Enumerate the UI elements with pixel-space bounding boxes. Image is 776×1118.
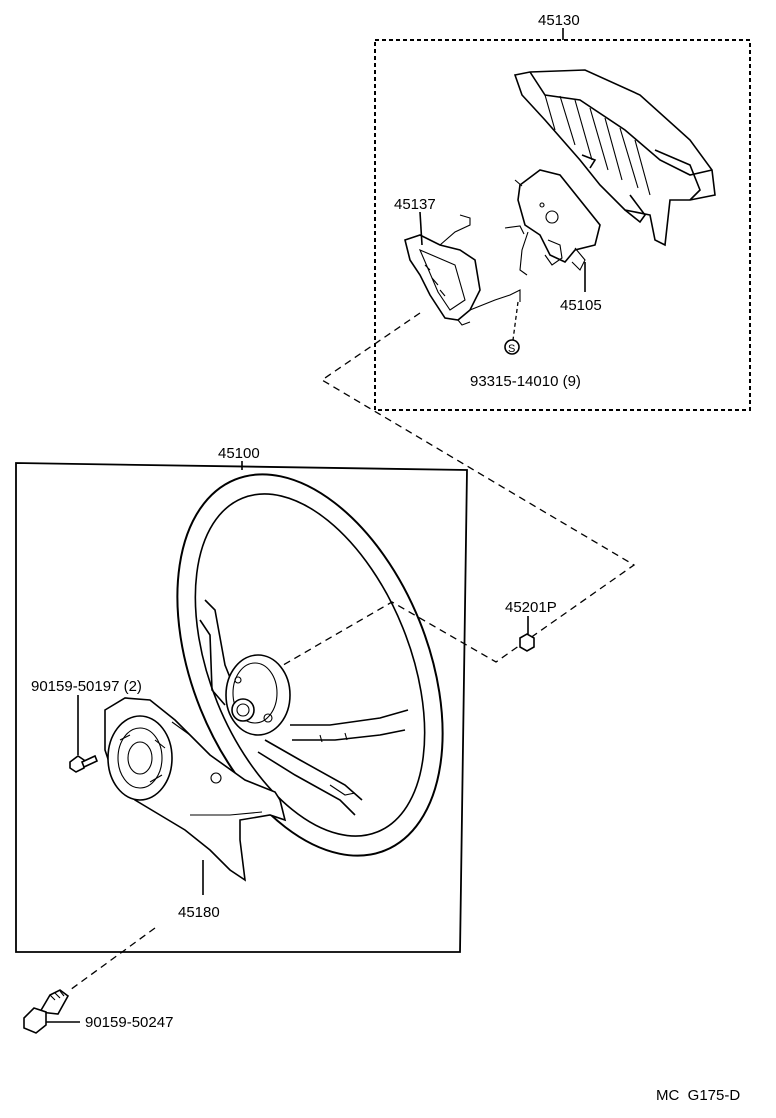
label-upper-assembly: 45130 bbox=[538, 12, 580, 29]
steering-wheel-drawing bbox=[176, 473, 444, 857]
nut-icon bbox=[519, 633, 535, 652]
horn-pad-drawing bbox=[513, 69, 716, 247]
diagram-code: MC G175-D bbox=[656, 1087, 740, 1104]
label-bolt-small: 90159-50197 (2) bbox=[31, 678, 142, 695]
connection-lines bbox=[239, 312, 636, 691]
small-bolt-icon bbox=[69, 754, 99, 773]
upper-assembly-group: 45130 45105 bbox=[374, 12, 751, 411]
label-bracket: 45137 bbox=[394, 196, 436, 213]
screw-marker-label: S bbox=[508, 343, 515, 355]
large-bolt-icon bbox=[23, 989, 70, 1034]
wheel-assembly-box bbox=[15, 462, 468, 953]
screw-marker-icon bbox=[504, 339, 520, 355]
bracket-drawing bbox=[404, 214, 521, 326]
cover-drawing bbox=[104, 697, 287, 882]
bolt-dash-line bbox=[69, 927, 156, 991]
label-screw: 93315-14010 (9) bbox=[470, 373, 581, 390]
upper-assembly-box bbox=[374, 39, 751, 411]
label-nut: 45201P bbox=[505, 599, 557, 616]
label-cover: 45180 bbox=[178, 904, 220, 921]
label-bolt-large: 90159-50247 bbox=[85, 1014, 173, 1031]
horn-plate-drawing bbox=[504, 169, 601, 292]
wheel-assembly-group: 45100 45201P 90159-50197 (2) bbox=[15, 445, 557, 953]
label-wheel-assembly: 45100 bbox=[218, 445, 260, 462]
label-horn-plate: 45105 bbox=[560, 297, 602, 314]
